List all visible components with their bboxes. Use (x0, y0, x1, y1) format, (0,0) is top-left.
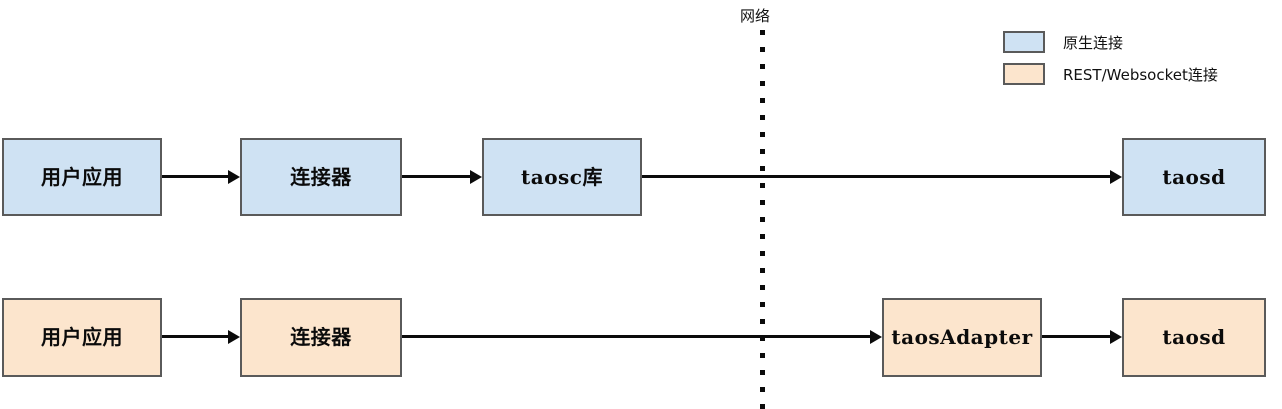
arrowhead-user-app-to-connector-rest-icon (228, 330, 240, 344)
legend-label-native: 原生连接 (1063, 33, 1124, 52)
edge-taosc-to-taosd-native (642, 175, 1110, 178)
edge-connector-to-taosadapter-rest (402, 335, 870, 338)
arrowhead-connector-to-taosc-native-icon (470, 170, 482, 184)
node-label-connector-native: 连接器 (290, 164, 352, 189)
node-taos-adapter[interactable]: taosAdapter (882, 298, 1042, 377)
legend-item-native: 原生连接 (1003, 31, 1123, 53)
node-label-taosc-library: taosc库 (521, 164, 603, 189)
node-user-app-rest[interactable]: 用户应用 (2, 298, 162, 377)
node-label-connector-rest: 连接器 (290, 325, 352, 349)
node-connector-rest[interactable]: 连接器 (240, 298, 402, 377)
node-user-app-native[interactable]: 用户应用 (2, 138, 162, 216)
edge-user-app-to-connector-native (162, 175, 228, 178)
edge-user-app-to-connector-rest (162, 335, 228, 338)
node-taosd-native[interactable]: taosd (1122, 138, 1266, 216)
node-label-taosd-rest: taosd (1162, 325, 1226, 349)
arrowhead-connector-to-taosadapter-rest-icon (870, 330, 882, 344)
node-connector-native[interactable]: 连接器 (240, 138, 402, 216)
network-divider-dotted-line (760, 30, 765, 409)
arrowhead-user-app-to-connector-native-icon (228, 170, 240, 184)
arrowhead-taosc-to-taosd-native-icon (1110, 170, 1122, 184)
node-label-user-app-native: 用户应用 (41, 164, 123, 189)
node-label-user-app-rest: 用户应用 (41, 325, 123, 349)
arrowhead-taosadapter-to-taosd-rest-icon (1110, 330, 1122, 344)
legend-swatch-rest-websocket-icon (1003, 63, 1045, 85)
node-taosd-rest[interactable]: taosd (1122, 298, 1266, 377)
node-label-taosd-native: taosd (1162, 164, 1226, 189)
legend-label-rest-websocket: REST/Websocket连接 (1063, 65, 1218, 84)
node-label-taos-adapter: taosAdapter (891, 325, 1033, 349)
edge-taosadapter-to-taosd-rest (1042, 335, 1110, 338)
network-divider-label: 网络 (740, 7, 771, 25)
node-taosc-library[interactable]: taosc库 (482, 138, 642, 216)
legend-item-rest-websocket: REST/Websocket连接 (1003, 63, 1218, 85)
legend-swatch-native-icon (1003, 31, 1045, 53)
edge-connector-to-taosc-native (402, 175, 470, 178)
